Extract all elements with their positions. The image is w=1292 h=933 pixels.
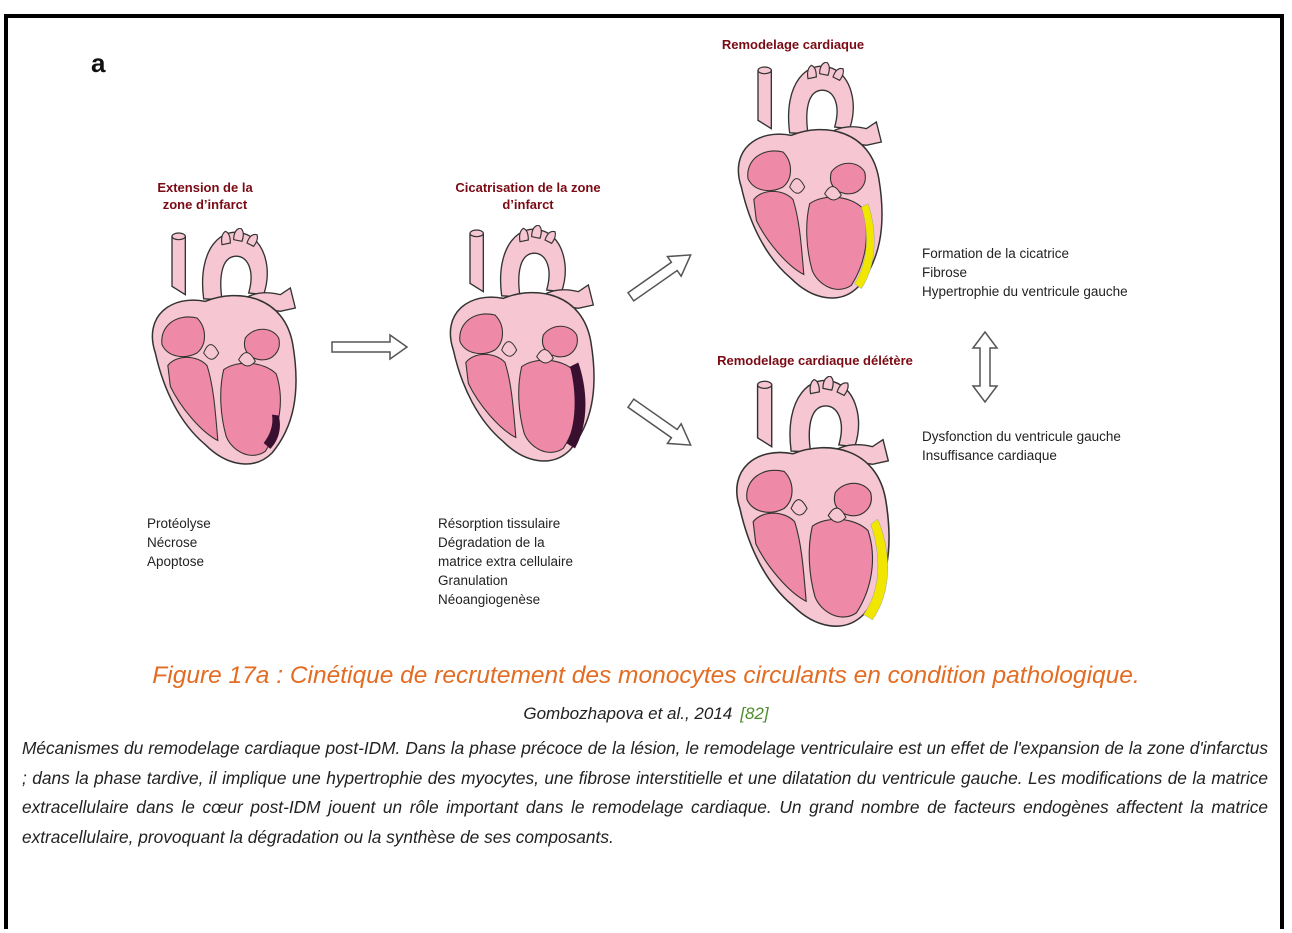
arrow-up-right [622,245,702,305]
arrow-bidirectional [970,330,1000,404]
note-line: matrice extra cellulaire [438,552,573,571]
figure-reference: Gombozhapova et al., 2014 [82] [0,704,1292,724]
note-line: Néoangiogenèse [438,590,573,609]
stage-title-remodelage-deletere: Remodelage cardiaque délétère [685,352,945,369]
stage-title-line: zone d’infarct [140,196,270,213]
stage-title-cicatrisation: Cicatrisation de la zone d’infarct [428,179,628,213]
figure-caption: Mécanismes du remodelage cardiaque post-… [22,734,1268,852]
note-line: Insuffisance cardiaque [922,446,1121,465]
stage-title-remodelage: Remodelage cardiaque [703,36,883,53]
heart-remodelage [708,62,908,312]
arrow-down-right [622,395,702,455]
notes-extension: Protéolyse Nécrose Apoptose [147,514,211,571]
panel-letter: a [91,48,105,79]
note-line: Résorption tissulaire [438,514,573,533]
note-line: Dégradation de la [438,533,573,552]
figure-title: Figure 17a : Cinétique de recrutement de… [0,662,1292,690]
stage-title-line: d’infarct [428,196,628,213]
note-line: Dysfonction du ventricule gauche [922,427,1121,446]
note-line: Fibrose [922,263,1128,282]
stage-title-line: Cicatrisation de la zone [428,179,628,196]
notes-cicatrisation: Résorption tissulaire Dégradation de la … [438,514,573,609]
stage-title-extension: Extension de la zone d’infarct [140,179,270,213]
notes-remodelage: Formation de la cicatrice Fibrose Hypert… [922,244,1128,301]
heart-remodelage-deletere [700,376,930,641]
note-line: Nécrose [147,533,211,552]
reference-number: [82] [740,704,768,723]
note-line: Protéolyse [147,514,211,533]
heart-extension [122,228,322,478]
note-line: Formation de la cicatrice [922,244,1128,263]
heart-cicatrisation [420,225,620,475]
notes-remodelage-deletere: Dysfonction du ventricule gauche Insuffi… [922,427,1121,465]
note-line: Hypertrophie du ventricule gauche [922,282,1128,301]
note-line: Apoptose [147,552,211,571]
reference-authors: Gombozhapova et al., 2014 [523,704,732,723]
stage-title-line: Extension de la [140,179,270,196]
arrow-right [330,332,410,362]
note-line: Granulation [438,571,573,590]
